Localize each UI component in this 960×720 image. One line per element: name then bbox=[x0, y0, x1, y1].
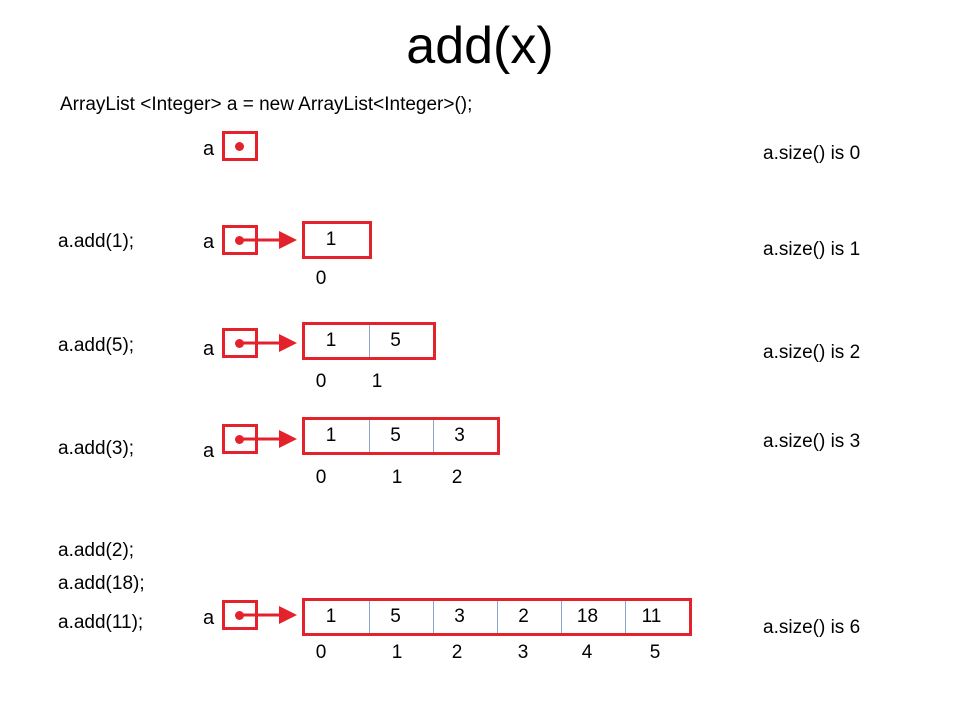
size-label: a.size() is 3 bbox=[763, 431, 861, 452]
index-label: 0 bbox=[315, 642, 327, 663]
reference-box bbox=[222, 225, 258, 255]
reference-box bbox=[222, 424, 258, 454]
size-label: a.size() is 2 bbox=[763, 342, 861, 363]
add-call: a.add(11); bbox=[58, 612, 144, 633]
array-cell: 18 bbox=[561, 601, 625, 633]
reference-dot bbox=[235, 339, 244, 348]
index-label: 0 bbox=[315, 268, 327, 289]
index-label: 3 bbox=[517, 642, 529, 663]
variable-label: a bbox=[203, 338, 215, 360]
variable-label: a bbox=[203, 138, 215, 160]
array-cell: 5 bbox=[369, 325, 433, 357]
array-list: 1 5 3 2 18 11 bbox=[302, 598, 692, 636]
variable-label: a bbox=[203, 607, 215, 629]
add-call: a.add(2); bbox=[58, 540, 135, 561]
index-label: 1 bbox=[371, 371, 383, 392]
array-cell: 3 bbox=[433, 601, 497, 633]
size-label: a.size() is 0 bbox=[763, 143, 861, 164]
array-cell: 1 bbox=[325, 330, 337, 351]
reference-dot bbox=[235, 611, 244, 620]
index-label: 4 bbox=[581, 642, 593, 663]
index-label: 5 bbox=[649, 642, 661, 663]
index-label: 1 bbox=[391, 467, 403, 488]
array-cell: 5 bbox=[369, 601, 433, 633]
reference-dot bbox=[235, 142, 244, 151]
array-cell: 1 bbox=[325, 229, 337, 250]
slide-title: add(x) bbox=[406, 17, 554, 75]
array-cell: 3 bbox=[433, 420, 497, 452]
variable-label: a bbox=[203, 440, 215, 462]
array-list: 1 bbox=[302, 221, 372, 259]
add-call: a.add(1); bbox=[58, 231, 135, 252]
index-label: 2 bbox=[451, 642, 463, 663]
reference-box bbox=[222, 328, 258, 358]
reference-dot bbox=[235, 435, 244, 444]
add-call: a.add(5); bbox=[58, 335, 135, 356]
add-call: a.add(18); bbox=[58, 573, 145, 594]
array-cell: 5 bbox=[369, 420, 433, 452]
array-list: 1 5 3 bbox=[302, 417, 500, 455]
reference-dot bbox=[235, 236, 244, 245]
array-cell: 1 bbox=[325, 606, 337, 627]
arraylist-declaration: ArrayList <Integer> a = new ArrayList<In… bbox=[60, 94, 473, 115]
array-cell: 1 bbox=[325, 425, 337, 446]
index-label: 2 bbox=[451, 467, 463, 488]
array-cell: 2 bbox=[497, 601, 561, 633]
add-call: a.add(3); bbox=[58, 438, 135, 459]
size-label: a.size() is 1 bbox=[763, 239, 861, 260]
reference-box bbox=[222, 131, 258, 161]
size-label: a.size() is 6 bbox=[763, 617, 861, 638]
array-list: 1 5 bbox=[302, 322, 436, 360]
variable-label: a bbox=[203, 231, 215, 253]
array-cell: 11 bbox=[625, 601, 689, 633]
index-label: 0 bbox=[315, 371, 327, 392]
index-label: 1 bbox=[391, 642, 403, 663]
index-label: 0 bbox=[315, 467, 327, 488]
reference-box bbox=[222, 600, 258, 630]
